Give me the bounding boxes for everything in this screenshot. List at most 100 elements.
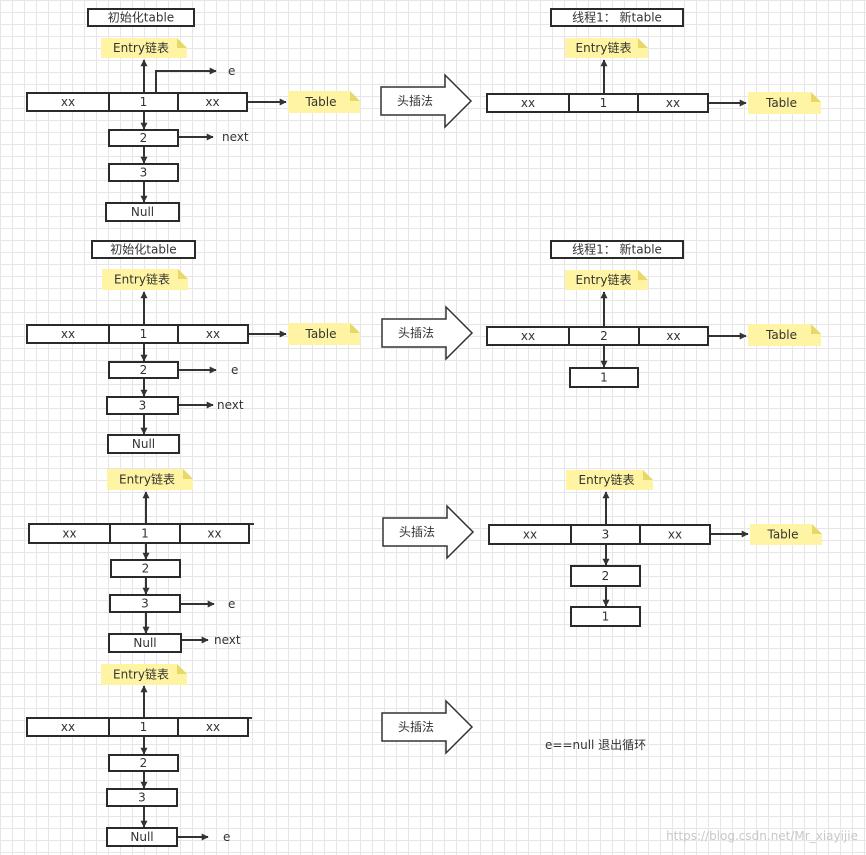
table-note-r3: Table (750, 524, 822, 545)
bucket-xx-left-1: xx (26, 92, 110, 112)
entry-list-note-3-shape (107, 469, 193, 490)
new-bucket-xx-left-1: xx (486, 93, 570, 113)
bucket-xx-right-3: xx (179, 523, 250, 544)
node-null-3-label: Null (133, 636, 156, 650)
entry-list-note-2-shape (102, 269, 188, 290)
label-next-3: next (214, 633, 241, 647)
entry-list-note-2: Entry链表 (102, 269, 188, 290)
bucket-xx-right-4-rect (177, 717, 249, 737)
entry-list-note-4: Entry链表 (101, 664, 187, 685)
head-insert-arrow-1-label: 头插法 (397, 94, 433, 108)
new-bucket-xx-left-3: xx (488, 524, 572, 545)
new-bucket-xx-right-1-rect (637, 93, 709, 113)
table-note-2-fold (350, 323, 360, 333)
new-bucket-xx-right-3-rect (639, 524, 711, 545)
head-insert-arrow-3: 头插法 (382, 504, 475, 560)
new-node-2-3-label: 2 (602, 569, 610, 583)
new-bucket-3-3: 3 (570, 524, 641, 545)
bucket-xx-right-4-label: xx (206, 720, 220, 734)
node-null-4: Null (106, 827, 178, 847)
head-insert-arrow-1: 头插法 (380, 73, 473, 129)
init-table-title-1: 初始化table (87, 8, 195, 27)
table-note-1: Table (288, 91, 360, 113)
node-3-2-label: 3 (139, 399, 147, 413)
bucket-1-3: 1 (109, 523, 181, 544)
thread-table-title-2: 线程1： 新table (550, 240, 684, 259)
node-3-4-rect (106, 788, 178, 807)
bucket-1-2: 1 (108, 324, 179, 344)
thread-table-title-2-label: 线程1： 新table (572, 242, 662, 257)
table-note-r1-fold (811, 92, 821, 102)
entry-list-note-1-label: Entry链表 (113, 40, 169, 55)
node-3-4: 3 (106, 788, 178, 807)
new-bucket-xx-left-1-label: xx (521, 96, 535, 110)
new-node-1-2-rect (569, 367, 639, 388)
entry-list-note-1-fold (177, 38, 187, 48)
label-e-3: e (228, 597, 235, 611)
init-table-title-2-label: 初始化table (110, 243, 176, 257)
node-2-2: 2 (108, 361, 179, 379)
node-3-3-rect (109, 594, 181, 613)
entry-list-note-2-label: Entry链表 (114, 272, 170, 287)
table-note-r3-shape (750, 524, 822, 545)
node-null-3: Null (108, 633, 182, 653)
thread-table-title-1-label: 线程1： 新table (572, 10, 662, 25)
table-note-r1: Table (748, 92, 821, 114)
bucket-xx-right-1-rect (177, 92, 248, 112)
new-bucket-1-1-label: 1 (600, 96, 608, 110)
table-note-r2-shape (748, 324, 821, 346)
new-node-1-3-label: 1 (602, 610, 610, 624)
label-next-1: next (222, 130, 249, 144)
table-note-1-fold (350, 91, 360, 101)
table-note-1-label: Table (304, 95, 336, 109)
bucket-xx-left-4: xx (26, 717, 110, 737)
node-2-3: 2 (110, 559, 181, 578)
watermark: https://blog.csdn.net/Mr_xiayijie (666, 829, 858, 843)
bucket-1-2-label: 1 (140, 327, 148, 341)
entry-list-note-r2-shape (565, 270, 648, 290)
bucket-1-1-label: 1 (140, 95, 148, 109)
init-table-title-1-label: 初始化table (108, 11, 174, 25)
arrow-e-1 (155, 67, 217, 93)
node-3-1-rect (108, 163, 179, 182)
new-bucket-xx-right-1-label: xx (666, 96, 680, 110)
entry-list-note-r3-fold (643, 470, 653, 480)
new-node-2-3: 2 (570, 565, 641, 587)
node-null-4-label: Null (130, 830, 153, 844)
node-3-2: 3 (106, 396, 179, 415)
head-insert-arrow-2: 头插法 (381, 305, 474, 361)
node-3-3-label: 3 (141, 597, 149, 611)
new-node-2-3-rect (570, 565, 641, 587)
label-e-2: e (231, 363, 238, 377)
node-2-1-label: 2 (140, 131, 148, 145)
entry-list-note-3-label: Entry链表 (119, 472, 175, 487)
exit-loop-label: e==null 退出循环 (545, 738, 646, 752)
entry-list-note-r1: Entry链表 (565, 38, 648, 58)
new-bucket-xx-right-2: xx (638, 326, 709, 346)
bucket-1-4: 1 (108, 717, 179, 737)
head-insert-arrow-4-shape (381, 699, 474, 755)
init-table-title-2-rect (91, 240, 196, 259)
table-note-2-shape (288, 323, 360, 345)
bucket-xx-left-2: xx (26, 324, 110, 344)
new-bucket-xx-left-2: xx (486, 326, 570, 346)
node-2-4-rect (108, 754, 179, 772)
bucket-xx-right-4: xx (177, 717, 249, 737)
bucket-1-3-label: 1 (141, 527, 149, 541)
node-null-1-rect (105, 202, 180, 222)
init-table-title-2: 初始化table (91, 240, 196, 259)
entry-list-note-r2: Entry链表 (565, 270, 648, 290)
node-2-2-label: 2 (140, 363, 148, 377)
table-note-r3-label: Table (766, 528, 798, 542)
node-2-4-label: 2 (140, 756, 148, 770)
bucket-xx-left-3: xx (28, 523, 111, 544)
bucket-xx-left-1-label: xx (61, 95, 75, 109)
node-2-1: 2 (108, 129, 179, 147)
entry-list-note-r3: Entry链表 (566, 470, 653, 490)
new-node-1-2-label: 1 (600, 371, 608, 385)
thread-table-title-2-rect (550, 240, 684, 259)
new-bucket-3-3-label: 3 (602, 528, 610, 542)
head-insert-arrow-3-label: 头插法 (399, 525, 435, 539)
new-bucket-xx-left-3-label: xx (523, 528, 537, 542)
